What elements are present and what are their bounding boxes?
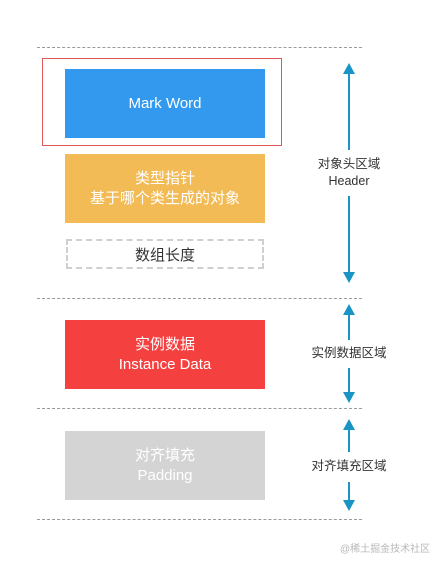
instance-region-label: 实例数据区域 (298, 345, 400, 362)
padding-block: 对齐填充 Padding (65, 431, 265, 500)
class-pointer-desc: 基于哪个类生成的对象 (89, 189, 240, 207)
separator-header-instance (37, 298, 362, 299)
padding-region-title: 对齐填充区域 (311, 459, 387, 473)
mark-word-label: Mark Word (128, 94, 202, 112)
padding-arrow-down-head (343, 500, 355, 511)
instance-arrow-up-head (343, 304, 355, 315)
instance-arrow-down-head (343, 392, 355, 403)
header-arrow-down-head (343, 272, 355, 283)
instance-data-subtitle: Instance Data (118, 355, 212, 373)
mark-word-highlight (42, 58, 282, 146)
array-length-block: 数组长度 (66, 239, 264, 269)
array-length-label: 数组长度 (134, 246, 195, 264)
separator-bottom (37, 519, 362, 520)
header-region-subtitle: Header (328, 174, 370, 188)
mark-word-block: Mark Word (65, 69, 265, 138)
watermark: @稀土掘金技术社区 (340, 544, 431, 555)
header-arrow-up-head (343, 63, 355, 74)
padding-subtitle: Padding (137, 466, 193, 484)
padding-title: 对齐填充 (134, 446, 195, 464)
class-pointer-title: 类型指针 (134, 169, 195, 187)
padding-region-label: 对齐填充区域 (298, 458, 400, 475)
header-region-title: 对象头区域 (317, 157, 381, 171)
padding-arrow-up-head (343, 419, 355, 430)
header-region-label: 对象头区域 Header (298, 156, 400, 190)
separator-instance-padding (37, 408, 362, 409)
class-pointer-block: 类型指针 基于哪个类生成的对象 (65, 154, 265, 223)
separator-top (37, 47, 362, 48)
instance-data-title: 实例数据 (134, 335, 195, 353)
instance-region-title: 实例数据区域 (311, 346, 387, 360)
instance-data-block: 实例数据 Instance Data (65, 320, 265, 389)
